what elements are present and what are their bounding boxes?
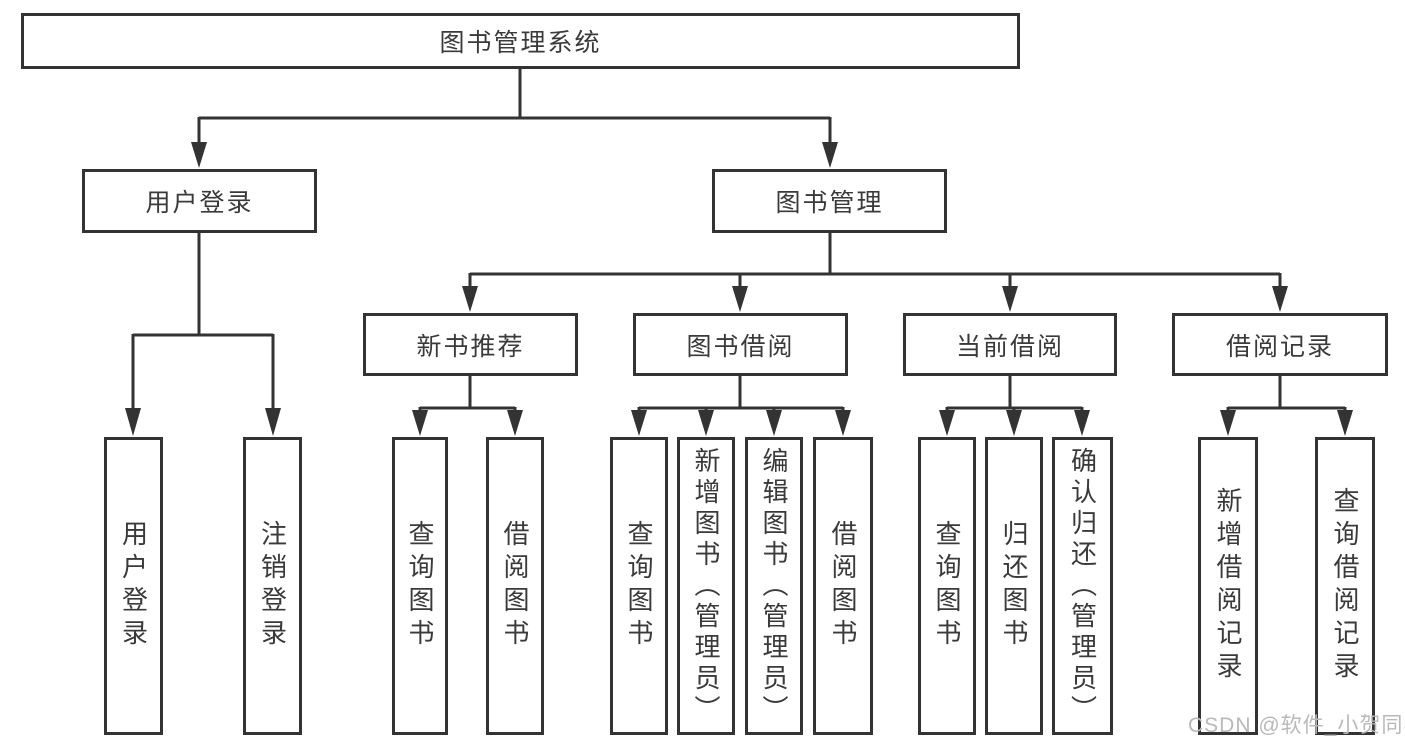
node-book-management: 图书管理	[712, 169, 947, 233]
leaf-add-borrow-record: 新增借阅记录	[1198, 437, 1258, 735]
node-new-book-recommend: 新书推荐	[363, 313, 578, 376]
leaf-query-borrow-record: 查询借阅记录	[1315, 437, 1375, 735]
node-user-login: 用户登录	[82, 169, 317, 233]
leaf-edit-book-admin: 编辑图书（管理员）	[745, 437, 803, 735]
leaf-confirm-return-admin: 确认归还（管理员）	[1052, 437, 1113, 735]
leaf-logout: 注销登录	[243, 437, 302, 735]
node-borrow-records: 借阅记录	[1172, 313, 1388, 376]
leaf-return-book: 归还图书	[985, 437, 1043, 735]
leaf-add-book-admin: 新增图书（管理员）	[677, 437, 735, 735]
arrowheads	[125, 142, 1353, 436]
leaf-user-login: 用户登录	[104, 437, 163, 735]
leaf-borrow-books-recommend: 借阅图书	[486, 437, 544, 735]
node-book-borrow: 图书借阅	[633, 313, 848, 376]
node-current-borrow: 当前借阅	[903, 313, 1117, 376]
node-library-management-system: 图书管理系统	[21, 13, 1020, 69]
csdn-watermark: CSDN @软件_小贺同学	[1188, 714, 1405, 737]
leaf-query-books-recommend: 查询图书	[392, 437, 448, 735]
leaf-borrow-books-borrow: 借阅图书	[813, 437, 873, 735]
leaf-query-books-borrow: 查询图书	[610, 437, 668, 735]
leaf-query-books-current: 查询图书	[918, 437, 976, 735]
